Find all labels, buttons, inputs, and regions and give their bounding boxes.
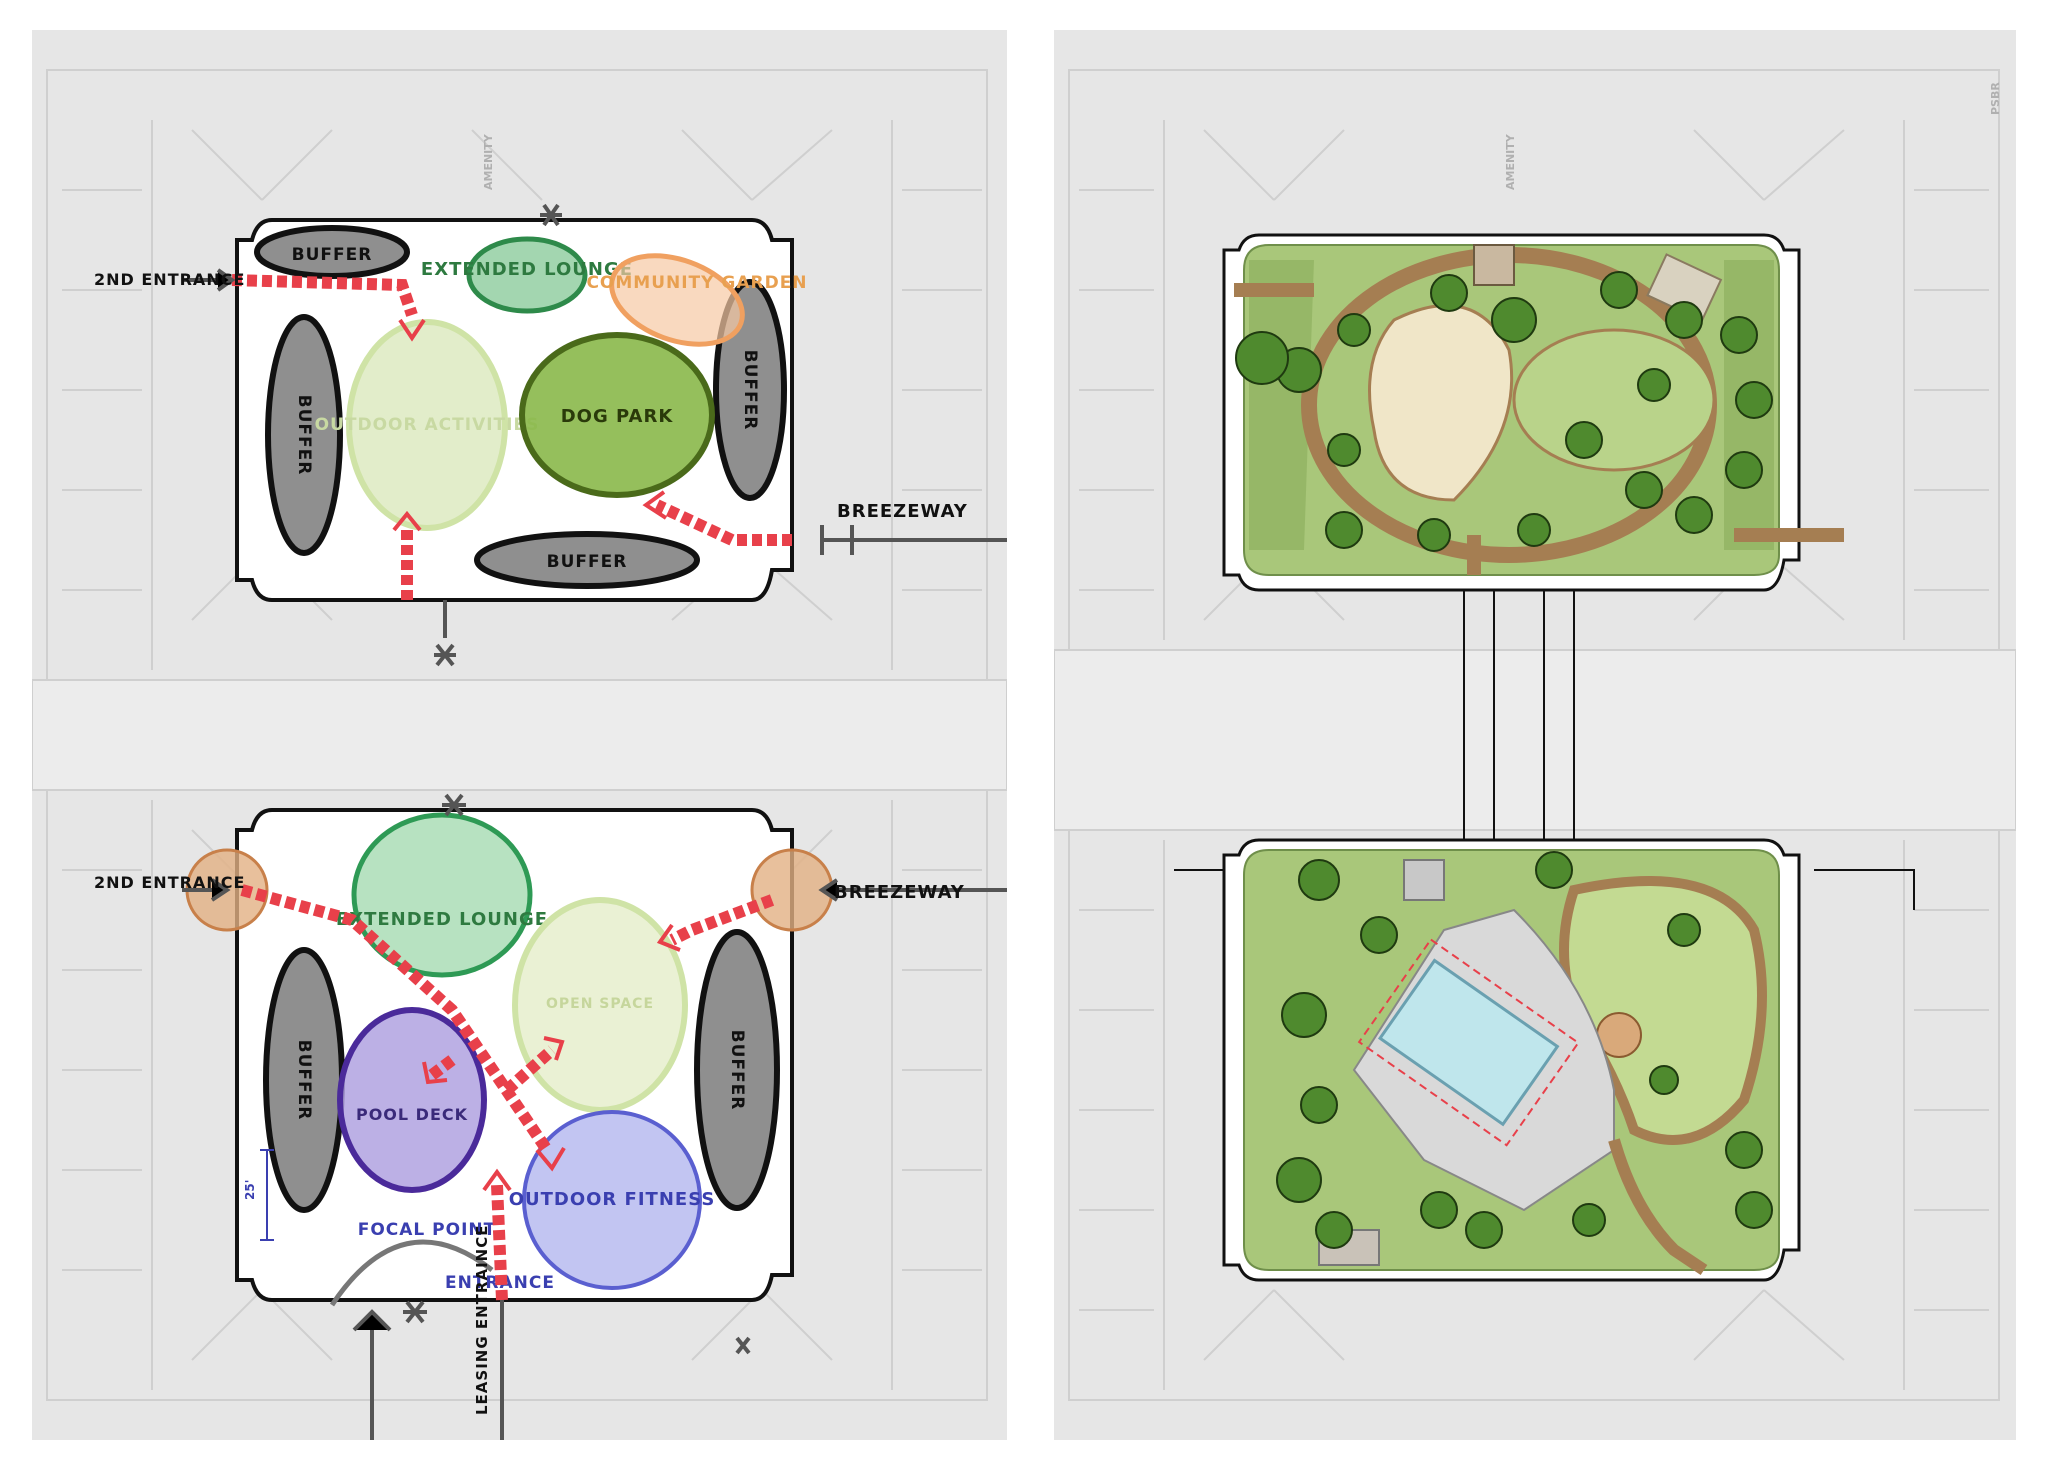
south-second-entrance-label: 2ND ENTRANCE — [94, 873, 245, 892]
south-buffer-right-label: BUFFER — [727, 1030, 747, 1111]
north-courtyard-plan — [1222, 233, 1844, 592]
north-circulation-arrowheads — [392, 318, 668, 532]
north-buffer-left-label: BUFFER — [294, 395, 314, 476]
south-pool — [1377, 958, 1560, 1127]
north-dog-lawn — [1512, 328, 1716, 472]
north-pergola — [1473, 244, 1515, 286]
south-trees — [1276, 851, 1773, 1249]
south-dimension-line — [260, 1149, 274, 1241]
south-leasing-entrance-label: LEASING ENTRAINCE — [473, 1225, 491, 1415]
psbr-room-label: PSBR — [1989, 82, 2002, 115]
north-buffer-top-label: BUFFER — [292, 245, 373, 265]
concept-bubble-diagram-panel: AMENITY BUFFER BUFFER BUFFER BUFFER EXTE… — [32, 30, 1007, 1440]
connector-walks — [1174, 590, 1915, 910]
south-courtyard-plan — [1222, 838, 1801, 1282]
building-footprint-linework — [32, 69, 1007, 1401]
site-plan-canvas: AMENITY PSBR — [1054, 69, 2016, 1401]
north-outdoor-activities-zone — [346, 319, 508, 531]
south-focal-point-arc — [329, 1239, 494, 1307]
north-second-entrance-label: 2ND ENTRANCE — [94, 270, 245, 289]
north-play-area — [1368, 304, 1514, 502]
south-entry-markers — [182, 793, 1007, 1440]
south-pool-safety-line — [1357, 938, 1580, 1147]
amenity-room-label: AMENITY — [1504, 133, 1517, 190]
south-breezeway-label: BREEZEWAY — [834, 882, 965, 903]
south-outdoor-fitness-zone — [522, 1110, 702, 1290]
north-buffer-left-shape — [265, 314, 343, 556]
north-extended-lounge-label: EXTENDED LOUNGE — [421, 259, 633, 280]
south-buffer-right-shape — [694, 929, 780, 1211]
rendered-site-plan-panel: AMENITY PSBR — [1054, 30, 2016, 1440]
north-buffer-bottom-label: BUFFER — [547, 552, 628, 572]
north-trees — [1235, 271, 1773, 552]
concept-diagram-canvas: AMENITY BUFFER BUFFER BUFFER BUFFER EXTE… — [32, 69, 1007, 1440]
north-circulation-paths — [231, 274, 792, 600]
north-extended-lounge-zone — [466, 236, 588, 314]
north-buffer-top-shape — [254, 225, 410, 279]
south-circulation-paths — [240, 884, 775, 1301]
south-extended-lounge-zone — [351, 812, 533, 978]
south-courtyard-concept: BUFFER BUFFER EXTENDED LOUNGE OPEN SPACE… — [94, 793, 1007, 1440]
south-lawn-path — [1608, 1138, 1708, 1275]
south-dimension-label: 25' — [243, 1180, 257, 1200]
amenity-room-label: AMENITY — [482, 133, 495, 190]
south-focal-point-label: FOCAL POINT — [358, 1220, 497, 1240]
north-courtyard-concept: BUFFER BUFFER BUFFER BUFFER EXTENDED LOU… — [94, 203, 1007, 667]
north-community-garden-zone — [609, 253, 745, 347]
south-lounge-pavilion — [1403, 859, 1445, 901]
north-outdoor-activities-label: OUTDOOR ACTIVITIES — [315, 415, 540, 435]
north-community-garden-label: COMMUNITY GARDEN — [586, 273, 807, 293]
south-pool-deck-label: POOL DECK — [356, 1105, 468, 1124]
south-pool-deck-zone — [337, 1007, 487, 1193]
south-outdoor-fitness-label: OUTDOOR FITNESS — [509, 1189, 716, 1210]
north-breezeway-label: BREEZEWAY — [837, 501, 968, 522]
south-open-space-label: OPEN SPACE — [546, 996, 654, 1012]
south-buffer-left-label: BUFFER — [294, 1040, 314, 1121]
south-extended-lounge-label: EXTENDED LOUNGE — [336, 909, 548, 930]
north-buffer-right-label: BUFFER — [740, 350, 760, 431]
north-connector-paths — [1234, 283, 1844, 575]
north-dog-park-zone — [519, 332, 715, 498]
south-circulation-arrowheads — [422, 923, 681, 1192]
north-dog-park-label: DOG PARK — [561, 406, 674, 427]
north-buffer-bottom-shape — [474, 531, 700, 589]
north-entry-markers — [182, 203, 1007, 667]
